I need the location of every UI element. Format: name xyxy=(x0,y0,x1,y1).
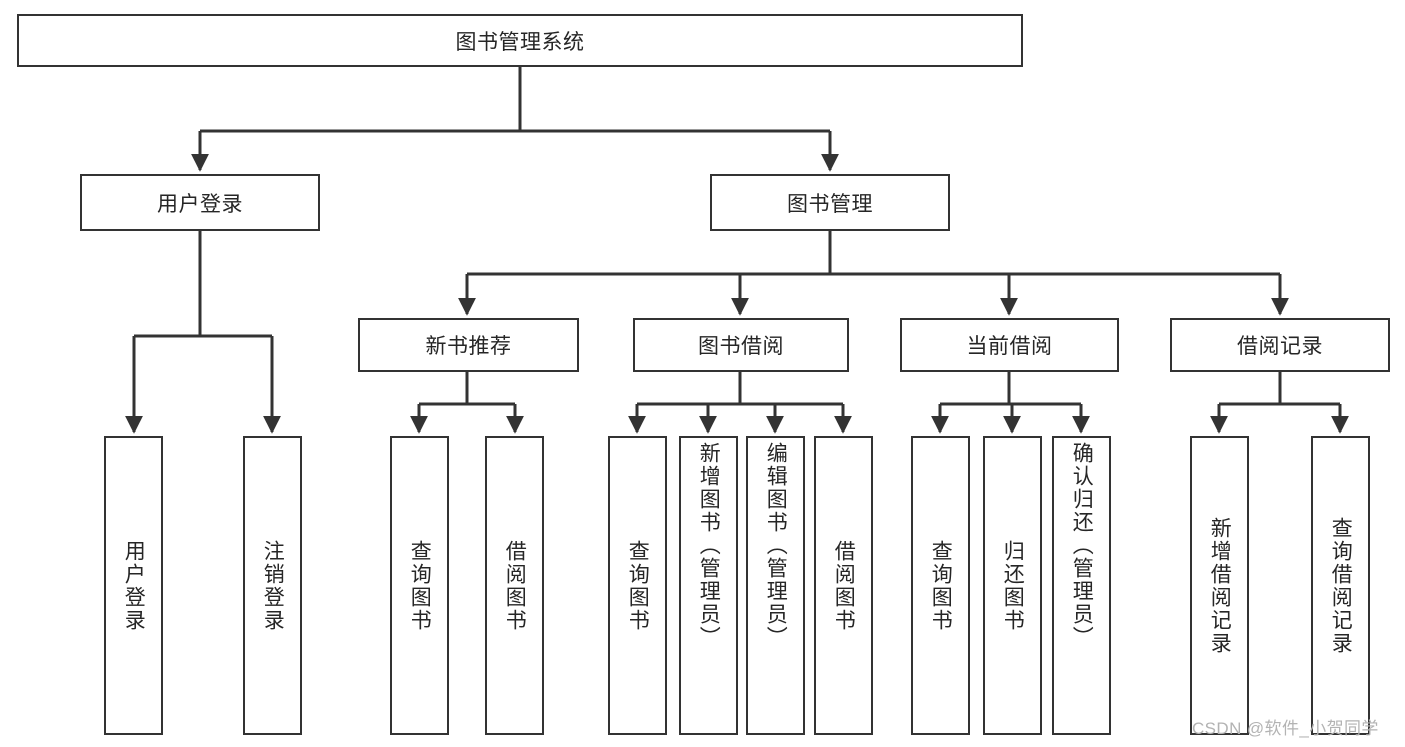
node-leaf-11[interactable]: 新增借阅记录 xyxy=(1190,436,1249,735)
node-root-0[interactable]: 图书管理系统 xyxy=(17,14,1023,67)
node-label: 编辑图书（管理员） xyxy=(764,442,788,649)
node-label: 查询图书 xyxy=(408,539,432,632)
node-label: 用户登录 xyxy=(157,192,243,216)
node-label: 归还图书 xyxy=(1001,539,1025,632)
node-level2-1[interactable]: 图书管理 xyxy=(710,174,950,231)
node-leaf-6[interactable]: 编辑图书（管理员） xyxy=(746,436,805,735)
node-leaf-9[interactable]: 归还图书 xyxy=(983,436,1042,735)
node-label: 图书借阅 xyxy=(698,335,784,358)
node-label: 查询借阅记录 xyxy=(1329,516,1353,655)
node-label: 当前借阅 xyxy=(966,335,1053,358)
node-leaf-1[interactable]: 注销登录 xyxy=(243,436,302,735)
node-level3-3[interactable]: 借阅记录 xyxy=(1170,318,1390,372)
node-leaf-3[interactable]: 借阅图书 xyxy=(485,436,544,735)
node-label: 新增借阅记录 xyxy=(1208,516,1232,655)
node-label: 注销登录 xyxy=(261,539,285,632)
node-label: 确认归还（管理员） xyxy=(1070,442,1094,649)
node-leaf-10[interactable]: 确认归还（管理员） xyxy=(1052,436,1111,735)
node-label: 图书管理 xyxy=(787,192,873,216)
node-leaf-8[interactable]: 查询图书 xyxy=(911,436,970,735)
node-level3-1[interactable]: 图书借阅 xyxy=(633,318,849,372)
node-leaf-7[interactable]: 借阅图书 xyxy=(814,436,873,735)
node-label: 用户登录 xyxy=(122,539,146,632)
node-label: 借阅记录 xyxy=(1237,335,1323,358)
node-label: 新增图书（管理员） xyxy=(697,442,721,649)
node-leaf-5[interactable]: 新增图书（管理员） xyxy=(679,436,738,735)
node-level3-2[interactable]: 当前借阅 xyxy=(900,318,1119,372)
node-level2-0[interactable]: 用户登录 xyxy=(80,174,320,231)
node-label: 查询图书 xyxy=(929,539,953,632)
node-label: 查询图书 xyxy=(626,539,650,632)
csdn-watermark: CSDN @软件_小贺同学 xyxy=(1192,719,1379,738)
node-leaf-12[interactable]: 查询借阅记录 xyxy=(1311,436,1370,735)
node-label: 新书推荐 xyxy=(425,335,512,358)
node-label: 借阅图书 xyxy=(832,539,856,632)
node-label: 借阅图书 xyxy=(503,539,527,632)
node-label: 图书管理系统 xyxy=(455,30,585,54)
node-leaf-4[interactable]: 查询图书 xyxy=(608,436,667,735)
node-leaf-0[interactable]: 用户登录 xyxy=(104,436,163,735)
node-level3-0[interactable]: 新书推荐 xyxy=(358,318,579,372)
node-leaf-2[interactable]: 查询图书 xyxy=(390,436,449,735)
